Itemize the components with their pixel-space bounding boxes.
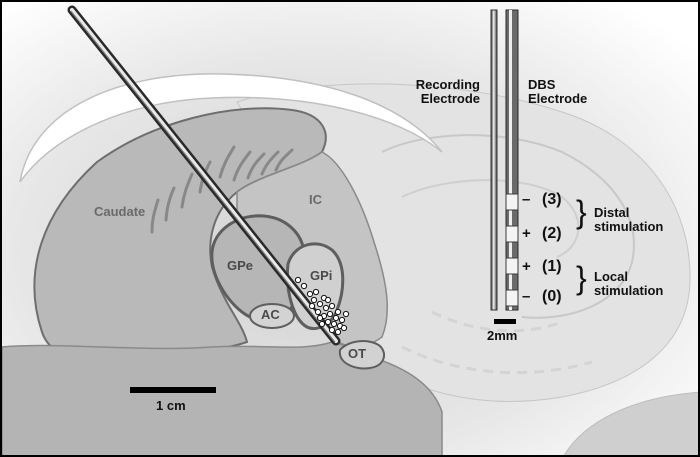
neuron-16 xyxy=(318,320,326,328)
neuron-13 xyxy=(324,318,332,326)
neuron-cluster xyxy=(294,276,350,336)
scale-label-2mm: 2mm xyxy=(487,328,518,343)
neuron-2 xyxy=(306,290,314,298)
gpi-label: GPi xyxy=(310,268,333,283)
contact-0-sign: – xyxy=(522,288,531,305)
neuron-24 xyxy=(324,296,332,304)
distal-brace-icon: } xyxy=(576,194,587,230)
recording-title-line-1: Recording xyxy=(415,77,480,92)
neuron-21 xyxy=(340,324,348,332)
local-stimulation-label: Local stimulation xyxy=(594,270,663,297)
neuron-17 xyxy=(334,308,342,316)
recording-title-line-2: Electrode xyxy=(420,90,480,106)
lower-tissue xyxy=(2,341,443,455)
gpe-label: GPe xyxy=(227,258,254,273)
contact-1-band xyxy=(505,257,519,275)
distal-stimulation-label: Distal stimulation xyxy=(594,206,663,233)
neuron-7 xyxy=(322,304,330,312)
recording-electrode-shaft xyxy=(67,5,341,346)
contact-2-sign: + xyxy=(522,225,531,242)
ac-region xyxy=(249,303,295,329)
neuron-22 xyxy=(316,314,324,322)
contact-2-band xyxy=(505,225,519,243)
scale-bar-2mm xyxy=(494,319,516,324)
neuron-18 xyxy=(338,316,346,324)
ac-label: AC xyxy=(261,307,280,322)
dashed-cortex xyxy=(401,310,593,375)
bottom-right-lobe xyxy=(563,391,698,455)
distal-line-1: Distal xyxy=(594,205,630,220)
recording-electrode-title: Recording Electrode xyxy=(416,78,480,105)
neuron-19 xyxy=(328,326,336,334)
neuron-11 xyxy=(326,310,334,318)
local-line-1: Local xyxy=(594,269,628,284)
scale-label-1cm: 1 cm xyxy=(156,398,186,413)
cortex-outline xyxy=(381,134,635,319)
contact-3-sign: – xyxy=(522,191,531,208)
contact-1-sign: + xyxy=(522,258,531,275)
dbs-electrode-title: DBS Electrode xyxy=(528,78,587,105)
ic-label: IC xyxy=(309,192,322,207)
contact-3-label: (3) xyxy=(542,191,562,208)
ot-region xyxy=(338,340,386,370)
neuron-8 xyxy=(328,302,336,310)
neuron-0 xyxy=(294,276,302,284)
neuron-25 xyxy=(342,310,350,318)
neuron-5 xyxy=(316,300,324,308)
neuron-4 xyxy=(310,296,318,304)
dbs-title-line-1: DBS xyxy=(528,77,556,92)
neuron-20 xyxy=(334,328,342,336)
neuron-3 xyxy=(312,288,320,296)
caudate-label: Caudate xyxy=(94,204,146,219)
contact-3-band xyxy=(505,193,519,211)
neuron-9 xyxy=(314,308,322,316)
neuron-14 xyxy=(330,320,338,328)
distal-line-2: stimulation xyxy=(594,218,664,234)
neuron-1 xyxy=(300,282,308,290)
vertical-recording-electrode xyxy=(490,9,498,311)
dbs-contacts xyxy=(505,193,519,307)
contact-1-label: (1) xyxy=(542,258,562,275)
local-brace-icon: } xyxy=(576,260,587,296)
neuron-12 xyxy=(332,314,340,322)
striations xyxy=(150,145,294,234)
ot-label: OT xyxy=(348,346,367,361)
contact-0-band xyxy=(505,289,519,307)
scale-bar-1cm xyxy=(130,387,216,393)
ventricle-outline xyxy=(401,179,580,258)
contact-0-label: (0) xyxy=(542,288,562,305)
contact-2-label: (2) xyxy=(542,225,562,242)
dbs-title-line-2: Electrode xyxy=(528,90,588,106)
neuron-23 xyxy=(308,302,316,310)
local-line-2: stimulation xyxy=(594,282,664,298)
